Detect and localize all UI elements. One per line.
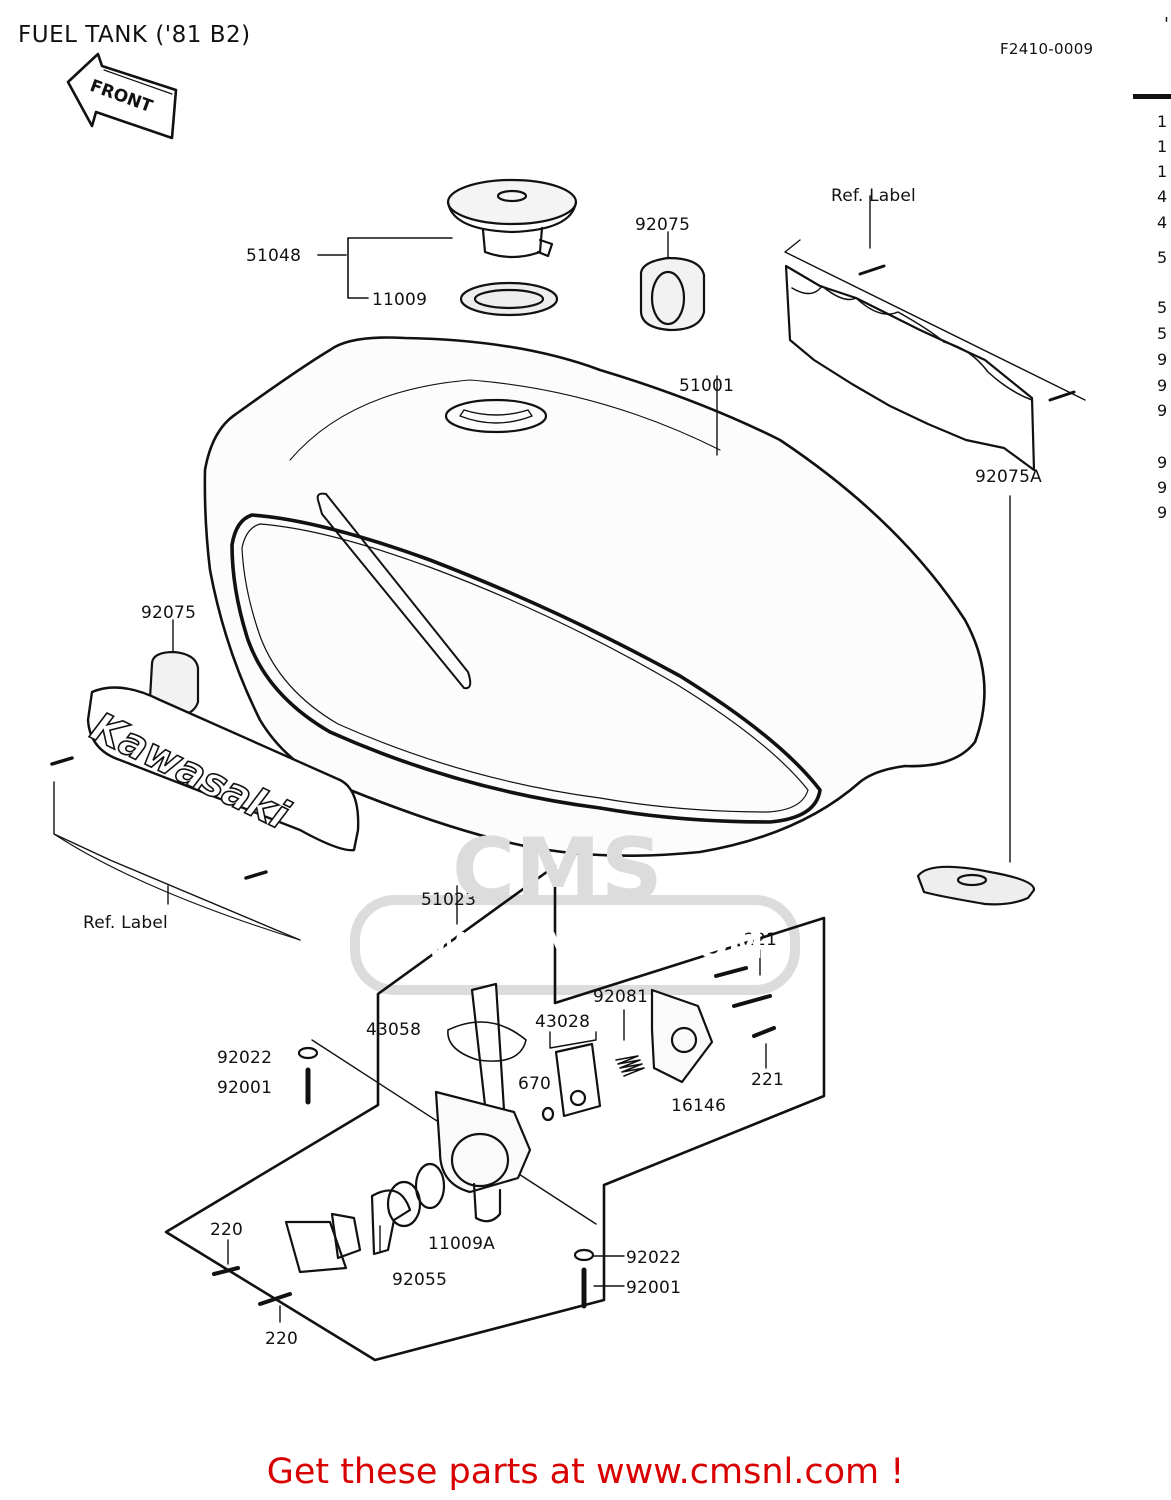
- diaphragm-plate-part: [541, 1031, 602, 1122]
- damper-top-part: [639, 231, 706, 332]
- part-number-label: 92001: [217, 1078, 273, 1098]
- watermark-url-text: WWW.CMSNL.COM: [386, 926, 764, 967]
- parts-list-fragment: 9: [1157, 453, 1168, 472]
- part-number-label: 92075: [635, 215, 691, 235]
- part-number-label: 220: [265, 1329, 299, 1349]
- part-number-label: 16146: [671, 1096, 727, 1116]
- part-number-label: 92075A: [975, 467, 1042, 487]
- part-number-label: 11009: [372, 290, 428, 310]
- part-number-label: 92081: [593, 987, 649, 1007]
- fuel-cock-assembly-frame: [164, 864, 826, 1362]
- parts-list-fragment: 1: [1157, 137, 1168, 156]
- parts-list-fragment: 1: [1157, 112, 1168, 131]
- front-arrow-icon: [66, 52, 178, 140]
- cock-lever-part: [370, 1162, 446, 1256]
- parts-list-fragment: 4: [1157, 213, 1168, 232]
- parts-list-fragment: 5: [1157, 298, 1168, 317]
- part-number-label: 11009A: [428, 1234, 495, 1254]
- parts-list-fragment: 9: [1157, 503, 1168, 522]
- part-number-label: 92075: [141, 603, 197, 623]
- part-number-label: 221: [751, 1070, 785, 1090]
- part-number-label: 92001: [626, 1278, 682, 1298]
- part-number-label: 43028: [535, 1012, 591, 1032]
- part-number-label: 92055: [392, 1270, 448, 1290]
- cap-gasket-part: [459, 281, 559, 317]
- parts-list-fragment: 5: [1157, 248, 1168, 267]
- part-number-label: 670: [518, 1074, 552, 1094]
- parts-list-edge: 1 1 1 4 4 5 5 5 9 9 9 9 9 9: [1133, 88, 1171, 528]
- diagram-id: F2410-0009: [1000, 40, 1094, 58]
- page-title: FUEL TANK ('81 B2): [18, 22, 251, 48]
- part-number-label: 221: [744, 930, 778, 950]
- parts-list-fragment: 5: [1157, 324, 1168, 343]
- watermark-logo-text: CMS: [452, 820, 663, 920]
- part-number-label: 51023: [421, 890, 477, 910]
- part-number-label: 51001: [679, 376, 735, 396]
- cock-cover-part: [650, 988, 714, 1084]
- damper-92075a-part: [916, 495, 1036, 906]
- ref-label-plate-left: [53, 781, 301, 941]
- fuel-cock-body-part: [434, 982, 532, 1223]
- part-number-label: 92022: [626, 1248, 682, 1268]
- part-number-label: 43058: [366, 1020, 422, 1040]
- parts-list-fragment: 4: [1157, 187, 1168, 206]
- corner-fragment: ': [1164, 14, 1169, 35]
- parts-list-fragment: 9: [1157, 401, 1168, 420]
- footer-cta-link[interactable]: Get these parts at www.cmsnl.com !: [266, 1452, 905, 1492]
- ref-label-text: Ref. Label: [831, 186, 916, 206]
- part-number-label: 92022: [217, 1048, 273, 1068]
- parts-list-rule: [1133, 94, 1171, 99]
- parts-list-fragment: 1: [1157, 162, 1168, 181]
- parts-list-fragment: 9: [1157, 350, 1168, 369]
- fuel-cap-part: [446, 178, 578, 259]
- kawasaki-emblem-part: [86, 686, 360, 852]
- ref-label-text: Ref. Label: [83, 913, 168, 933]
- spring-part: [615, 1055, 645, 1077]
- parts-list-fragment: 9: [1157, 478, 1168, 497]
- parts-list-fragment: 9: [1157, 376, 1168, 395]
- part-number-label: 220: [210, 1220, 244, 1240]
- part-number-label: 51048: [246, 246, 302, 266]
- ref-label-plate-right: [784, 195, 1086, 472]
